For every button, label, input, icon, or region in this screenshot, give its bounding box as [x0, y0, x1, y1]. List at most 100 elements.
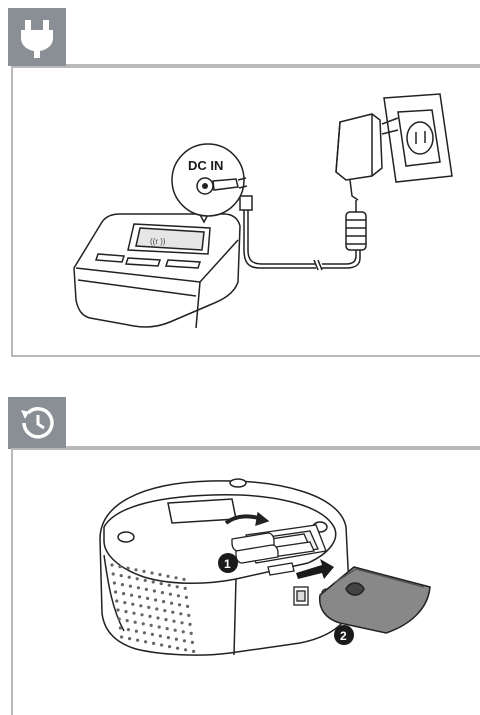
grille-dot [152, 580, 155, 583]
battery-install-illustration: + + 1 [0, 387, 480, 715]
grille-dot [178, 603, 181, 606]
grille-dot [129, 585, 132, 588]
grille-dot [127, 628, 130, 631]
grille-dot [186, 605, 189, 608]
grille-dot [132, 612, 135, 615]
grille-dot [158, 625, 161, 628]
grille-dot [168, 584, 171, 587]
grille-dot [118, 565, 121, 568]
grille-dot [110, 563, 113, 566]
step-1-label: 1 [224, 557, 231, 571]
wall-socket [384, 94, 452, 182]
grille-dot [131, 603, 134, 606]
grille-dot [143, 631, 146, 634]
battery-section: + + 1 [0, 387, 480, 715]
power-connection-illustration: ((r )) DC IN [0, 0, 480, 357]
grille-dot [124, 610, 127, 613]
grille-dot [114, 590, 117, 593]
grille-dot [170, 602, 173, 605]
grille-dot [113, 581, 116, 584]
grille-dot [188, 623, 191, 626]
grille-dot [123, 601, 126, 604]
grille-dot [154, 598, 157, 601]
grille-dot [150, 624, 153, 627]
grille-dot [138, 595, 141, 598]
grille-dot [150, 571, 153, 574]
step-1-marker: 1 [218, 553, 238, 573]
grille-dot [137, 586, 140, 589]
grille-dot [184, 587, 187, 590]
grille-dot [120, 574, 123, 577]
step-2-marker: 2 [334, 625, 354, 645]
grille-dot [164, 618, 167, 621]
grille-dot [144, 579, 147, 582]
dc-in-label: DC IN [188, 158, 223, 173]
grille-dot [148, 615, 151, 618]
grille-dot [169, 593, 172, 596]
grille-dot [126, 567, 129, 570]
grille-dot [190, 632, 193, 635]
grille-dot [122, 592, 125, 595]
svg-text:((r )): ((r )) [150, 237, 166, 246]
grille-dot [160, 643, 163, 646]
grille-dot [145, 588, 148, 591]
grille-dot [119, 626, 122, 629]
grille-dot [126, 619, 129, 622]
dc-in-callout: DC IN [172, 144, 247, 222]
grille-dot [155, 607, 158, 610]
grille-dot [128, 637, 131, 640]
power-section: ((r )) DC IN [0, 0, 480, 357]
grille-dot [116, 608, 119, 611]
grille-dot [136, 577, 139, 580]
grille-dot [175, 638, 178, 641]
grille-dot [161, 591, 164, 594]
grille-dot [147, 606, 150, 609]
grille-dot [118, 617, 121, 620]
grille-dot [180, 621, 183, 624]
grille-dot [130, 594, 133, 597]
grille-dot [172, 620, 175, 623]
grille-dot [182, 578, 185, 581]
grille-dot [166, 575, 169, 578]
grille-dot [112, 572, 115, 575]
grille-dot [121, 583, 124, 586]
grille-dot [160, 582, 163, 585]
grille-dot [183, 639, 186, 642]
grille-dot [182, 630, 185, 633]
grille-dot [176, 647, 179, 650]
grille-dot [151, 633, 154, 636]
grille-dot [136, 639, 139, 642]
grille-dot [176, 585, 179, 588]
grille-dot [159, 634, 162, 637]
grille-dot [134, 568, 137, 571]
step-2-label: 2 [340, 629, 347, 643]
grille-dot [140, 613, 143, 616]
grille-dot [142, 622, 145, 625]
grille-dot [135, 630, 138, 633]
grille-dot [134, 621, 137, 624]
grille-dot [158, 573, 161, 576]
grille-dot [156, 616, 159, 619]
grille-dot [184, 648, 187, 651]
grille-dot [174, 576, 177, 579]
grille-dot [139, 604, 142, 607]
grille-dot [142, 570, 145, 573]
grille-dot [192, 650, 195, 653]
grille-dot [191, 641, 194, 644]
grille-dot [187, 614, 190, 617]
grille-dot [153, 589, 156, 592]
grille-dot [152, 642, 155, 645]
grille-dot [144, 640, 147, 643]
grille-dot [185, 596, 188, 599]
clock-radio-device: ((r )) [74, 214, 240, 328]
grille-dot [162, 600, 165, 603]
grille-dot [166, 627, 169, 630]
grille-dot [128, 576, 131, 579]
grille-dot [179, 612, 182, 615]
power-cable [240, 196, 366, 270]
grille-dot [163, 609, 166, 612]
grille-dot [174, 629, 177, 632]
grille-dot [115, 599, 118, 602]
grille-dot [168, 645, 171, 648]
grille-dot [171, 611, 174, 614]
